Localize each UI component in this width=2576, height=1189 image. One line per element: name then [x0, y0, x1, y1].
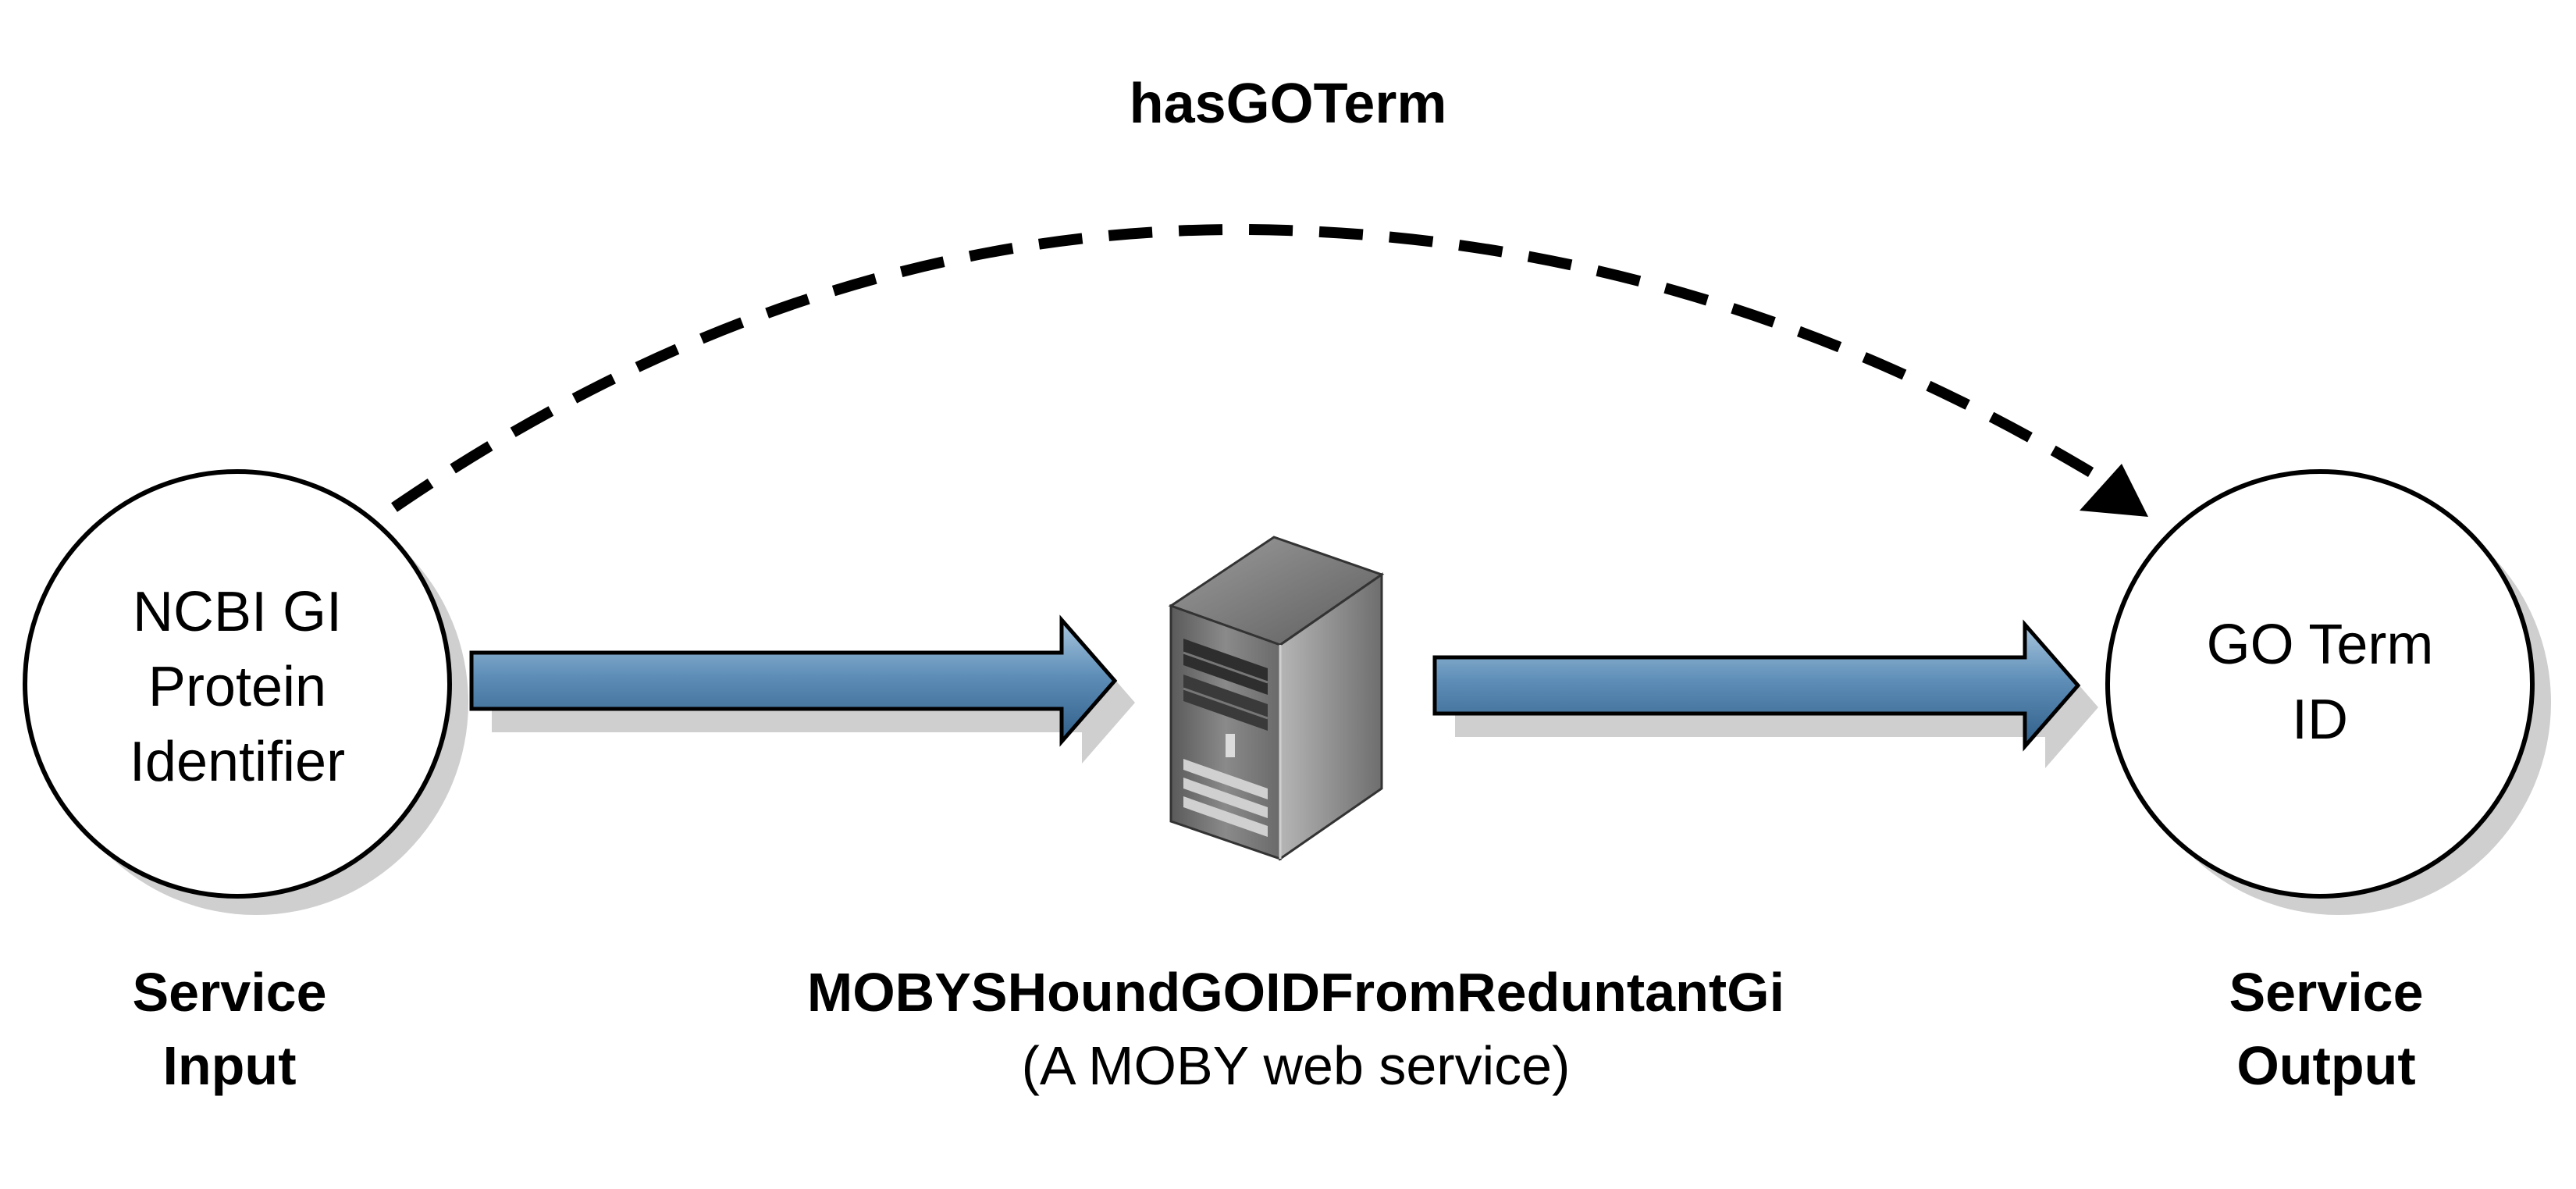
input-flow-arrow — [469, 614, 1135, 764]
relation-arc — [391, 223, 2111, 512]
output-node-line-1: GO Term — [2206, 614, 2434, 676]
relation-label: hasGOTerm — [1129, 73, 1447, 135]
service-input-caption: Service Input — [73, 956, 386, 1102]
input-node-line-3: Identifier — [129, 731, 346, 793]
server-icon — [1168, 536, 1385, 861]
input-node-line-2: Protein — [148, 656, 327, 718]
service-output-node — [2105, 469, 2551, 915]
service-output-caption: Service Output — [2170, 956, 2482, 1102]
service-caption: MOBYSHoundGOIDFromReduntantGi (A MOBY we… — [687, 956, 1905, 1102]
service-input-caption-line-2: Input — [162, 1035, 297, 1096]
service-description: (A MOBY web service) — [1021, 1035, 1571, 1096]
input-node-line-1: NCBI GI — [132, 581, 343, 643]
service-input-node — [23, 469, 468, 915]
service-name: MOBYSHoundGOIDFromReduntantGi — [806, 962, 1785, 1023]
output-node-line-2: ID — [2292, 689, 2348, 751]
relation-arrowhead — [2080, 464, 2148, 517]
output-flow-arrow — [1432, 619, 2098, 768]
service-output-caption-line-1: Service — [2229, 962, 2424, 1023]
service-input-caption-line-1: Service — [132, 962, 327, 1023]
input-node-label: NCBI GI Protein Identifier — [81, 575, 393, 799]
service-output-caption-line-2: Output — [2236, 1035, 2416, 1096]
output-node-label: GO Term ID — [2164, 607, 2476, 757]
